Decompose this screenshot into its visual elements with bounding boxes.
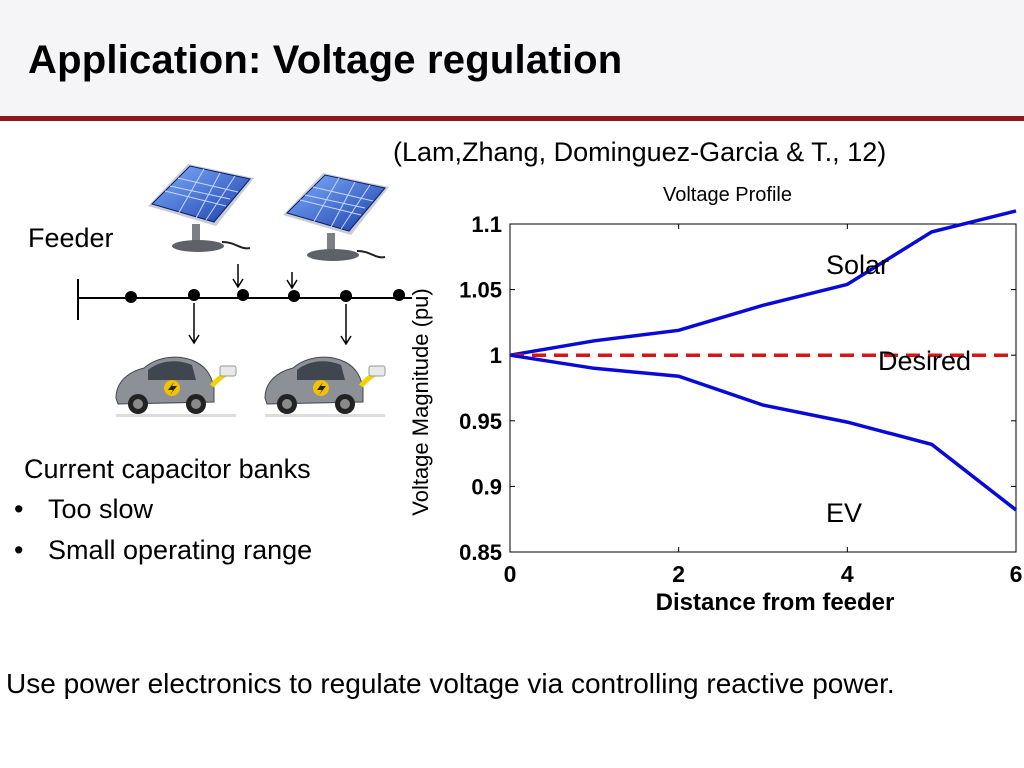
list-item: • Small operating range [14, 535, 312, 576]
page-title: Application: Voltage regulation [28, 38, 623, 82]
bus-node [288, 290, 300, 302]
y-tick-label: 1 [490, 343, 502, 368]
summary-text: Use power electronics to regulate voltag… [6, 668, 895, 699]
feeder-diagram [77, 250, 412, 346]
x-tick-label: 0 [504, 561, 517, 587]
y-tick-label: 0.85 [459, 540, 502, 565]
y-tick-label: 0.9 [471, 474, 502, 499]
series-label-solar: Solar [826, 250, 889, 280]
capacitor-banks-heading: Current capacitor banks [24, 454, 311, 484]
x-tick-label: 2 [672, 561, 685, 587]
solar-panel-icon [275, 153, 394, 272]
bus-node [188, 289, 200, 301]
title-divider [0, 116, 1024, 121]
ev-load-arrow [340, 304, 352, 346]
bus-node [393, 289, 405, 301]
electric-car-icon [257, 346, 392, 422]
title-bar: Application: Voltage regulation [0, 0, 1024, 116]
x-tick-label: 6 [1010, 561, 1023, 587]
y-axis-label: Voltage Magnitude (pu) [408, 288, 433, 516]
electric-car-icon [108, 346, 243, 422]
bullet-glyph: • [14, 494, 24, 524]
bullet-text: Small operating range [48, 535, 313, 565]
solar-panel-icon [140, 146, 259, 264]
series-label-desired: Desired [878, 346, 971, 376]
chart-title: Voltage Profile [663, 184, 792, 206]
bullet-glyph: • [14, 535, 24, 565]
plot-area [509, 223, 1017, 553]
capacitor-drawbacks-list: • Too slow • Small operating range [14, 494, 312, 576]
bus-node [237, 289, 249, 301]
y-tick-label: 0.95 [459, 409, 502, 434]
list-item: • Too slow [14, 494, 312, 535]
bullet-text: Too slow [48, 494, 154, 524]
bus-node [125, 291, 137, 303]
x-tick-label: 4 [841, 561, 854, 587]
series-label-ev: EV [826, 498, 862, 528]
y-tick-label: 1.05 [459, 278, 502, 303]
series-line-solar [509, 209, 1017, 357]
y-tick-label: 1.1 [471, 212, 502, 237]
series-line-ev [509, 353, 1018, 512]
bus-node [340, 290, 352, 302]
x-axis-label: Distance from feeder [656, 589, 895, 616]
ev-load-arrow [188, 303, 200, 345]
feeder-label: Feeder [28, 223, 114, 253]
citation: (Lam,Zhang, Dominguez-Garcia & T., 12) [393, 137, 887, 167]
